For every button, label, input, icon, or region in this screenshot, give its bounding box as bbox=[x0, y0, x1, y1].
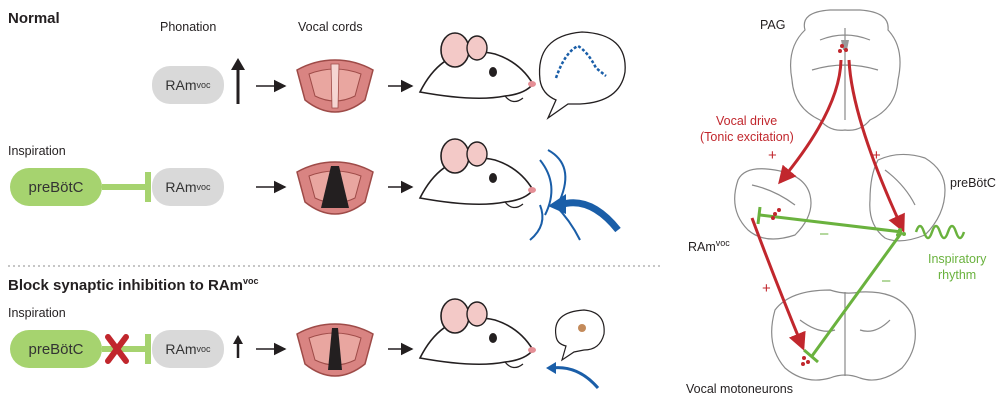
mouse-icon-row3 bbox=[419, 298, 537, 369]
inspiratory-label: Inspiratory bbox=[928, 252, 987, 266]
phonation-label: Phonation bbox=[160, 20, 217, 34]
inspiration-airflow-arrow bbox=[558, 199, 621, 233]
minus-sign-motoneuron: – bbox=[882, 272, 891, 289]
small-airflow-arrow bbox=[551, 366, 600, 389]
minus-sign-ram: – bbox=[820, 225, 829, 242]
prebotc-pill-row2: preBötC bbox=[10, 168, 102, 206]
ram-section-icon bbox=[734, 168, 812, 240]
vocal-drive-label: Vocal drive bbox=[716, 114, 778, 128]
prebotc-pill-row3: preBötC bbox=[10, 330, 102, 368]
ram-voc-label: RAmvoc bbox=[688, 238, 730, 255]
mouse-icon-row2 bbox=[419, 138, 537, 209]
speech-bubble-small-icon bbox=[554, 309, 605, 362]
inspiration-label-row3: Inspiration bbox=[8, 306, 66, 320]
pag-section-icon bbox=[789, 9, 901, 131]
vocal-drive-arrow-to-ram bbox=[778, 59, 843, 185]
vocal-drive-arrow-to-prebotc bbox=[847, 59, 905, 233]
inspiration-label-row2: Inspiration bbox=[8, 144, 66, 158]
plus-sign-motoneuron: + bbox=[762, 280, 771, 297]
vocal-cords-open-icon bbox=[296, 161, 374, 215]
speech-bubble-icon bbox=[538, 31, 626, 120]
block-title: Block synaptic inhibition to RAmvoc bbox=[8, 276, 259, 294]
normal-title: Normal bbox=[8, 10, 60, 27]
rhythm-label: rhythm bbox=[938, 268, 977, 282]
prebotc-inhibits-ram-line bbox=[759, 213, 903, 234]
spectrogram-blob-icon bbox=[578, 324, 586, 332]
vocal-cords-partial-icon bbox=[296, 323, 374, 377]
blocked-x-icon bbox=[105, 334, 129, 364]
vocal-cords-closed-icon bbox=[296, 59, 374, 113]
prebotc-label: preBötC bbox=[950, 176, 996, 190]
ram-to-motoneuron-arrow bbox=[750, 217, 806, 351]
plus-sign-prebotc: + bbox=[872, 147, 881, 164]
mouse-icon-row1 bbox=[419, 32, 537, 103]
vocal-cords-label: Vocal cords bbox=[298, 20, 363, 34]
motoneuron-section-icon bbox=[771, 289, 916, 381]
vocal-motoneurons-label: Vocal motoneurons bbox=[686, 382, 794, 396]
plus-sign-ram: + bbox=[768, 147, 777, 164]
pag-label: PAG bbox=[760, 18, 786, 32]
vocalization-spectrogram-icon bbox=[554, 44, 607, 79]
prebotc-inhibits-motoneuron-line bbox=[810, 231, 904, 357]
neuron-dots bbox=[771, 44, 848, 366]
airflow-lines-icon bbox=[529, 149, 581, 241]
rhythm-wave-icon bbox=[914, 224, 966, 240]
tonic-excitation-label: (Tonic excitation) bbox=[700, 130, 794, 144]
